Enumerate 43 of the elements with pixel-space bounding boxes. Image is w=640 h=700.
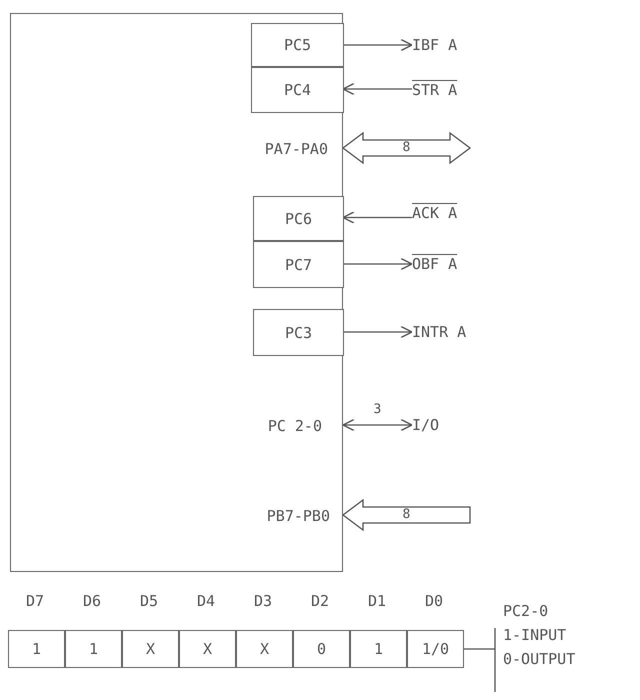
bit-label: D0 <box>425 592 444 610</box>
note-line: 0-OUTPUT <box>503 649 576 670</box>
bit-label: D6 <box>83 592 102 610</box>
note-heading: PC2-0 <box>503 601 548 622</box>
register-cell: 1/0 <box>407 630 464 668</box>
bit-label: D7 <box>26 592 44 610</box>
pin-box: PC3 <box>253 309 344 356</box>
signal-label: STR A <box>412 78 502 102</box>
signal-label: INTR A <box>412 320 502 344</box>
pin-label: PA7-PA0 <box>191 137 344 161</box>
pin-label: PB7-PB0 <box>221 504 344 528</box>
register-cell: X <box>179 630 236 668</box>
bit-label: D3 <box>254 592 272 610</box>
register-cell: X <box>236 630 293 668</box>
register-cell: 1 <box>350 630 407 668</box>
bit-label: D1 <box>368 592 386 610</box>
signal-label: I/O <box>412 413 472 437</box>
signal-label: IBF A <box>412 33 502 57</box>
pin-box: PC4 <box>251 67 344 113</box>
register-cell: 1 <box>65 630 122 668</box>
leader-line <box>463 627 496 693</box>
register-cell: 0 <box>293 630 350 668</box>
chip-block <box>10 13 343 572</box>
arrow <box>343 326 413 338</box>
pin-box: PC7 <box>253 241 344 288</box>
bit-label: D2 <box>311 592 330 610</box>
pin-box: PC6 <box>253 196 344 241</box>
arrow <box>342 418 413 432</box>
bit-label: D4 <box>197 592 216 610</box>
bit-label: D5 <box>140 592 158 610</box>
arrow <box>342 82 412 96</box>
note-line: 1-INPUT <box>503 625 566 646</box>
signal-label: ACK A <box>412 201 502 225</box>
register-cell: 1 <box>8 630 65 668</box>
arrow <box>343 38 413 52</box>
bus-arrow <box>342 498 471 532</box>
bus-arrow <box>342 132 472 164</box>
register-cell: X <box>122 630 179 668</box>
arrow <box>343 258 413 270</box>
signal-label: OBF A <box>412 252 502 276</box>
arrow <box>342 211 412 224</box>
pin-label: PC 2-0 <box>221 414 344 438</box>
pin-box: PC5 <box>251 23 344 67</box>
